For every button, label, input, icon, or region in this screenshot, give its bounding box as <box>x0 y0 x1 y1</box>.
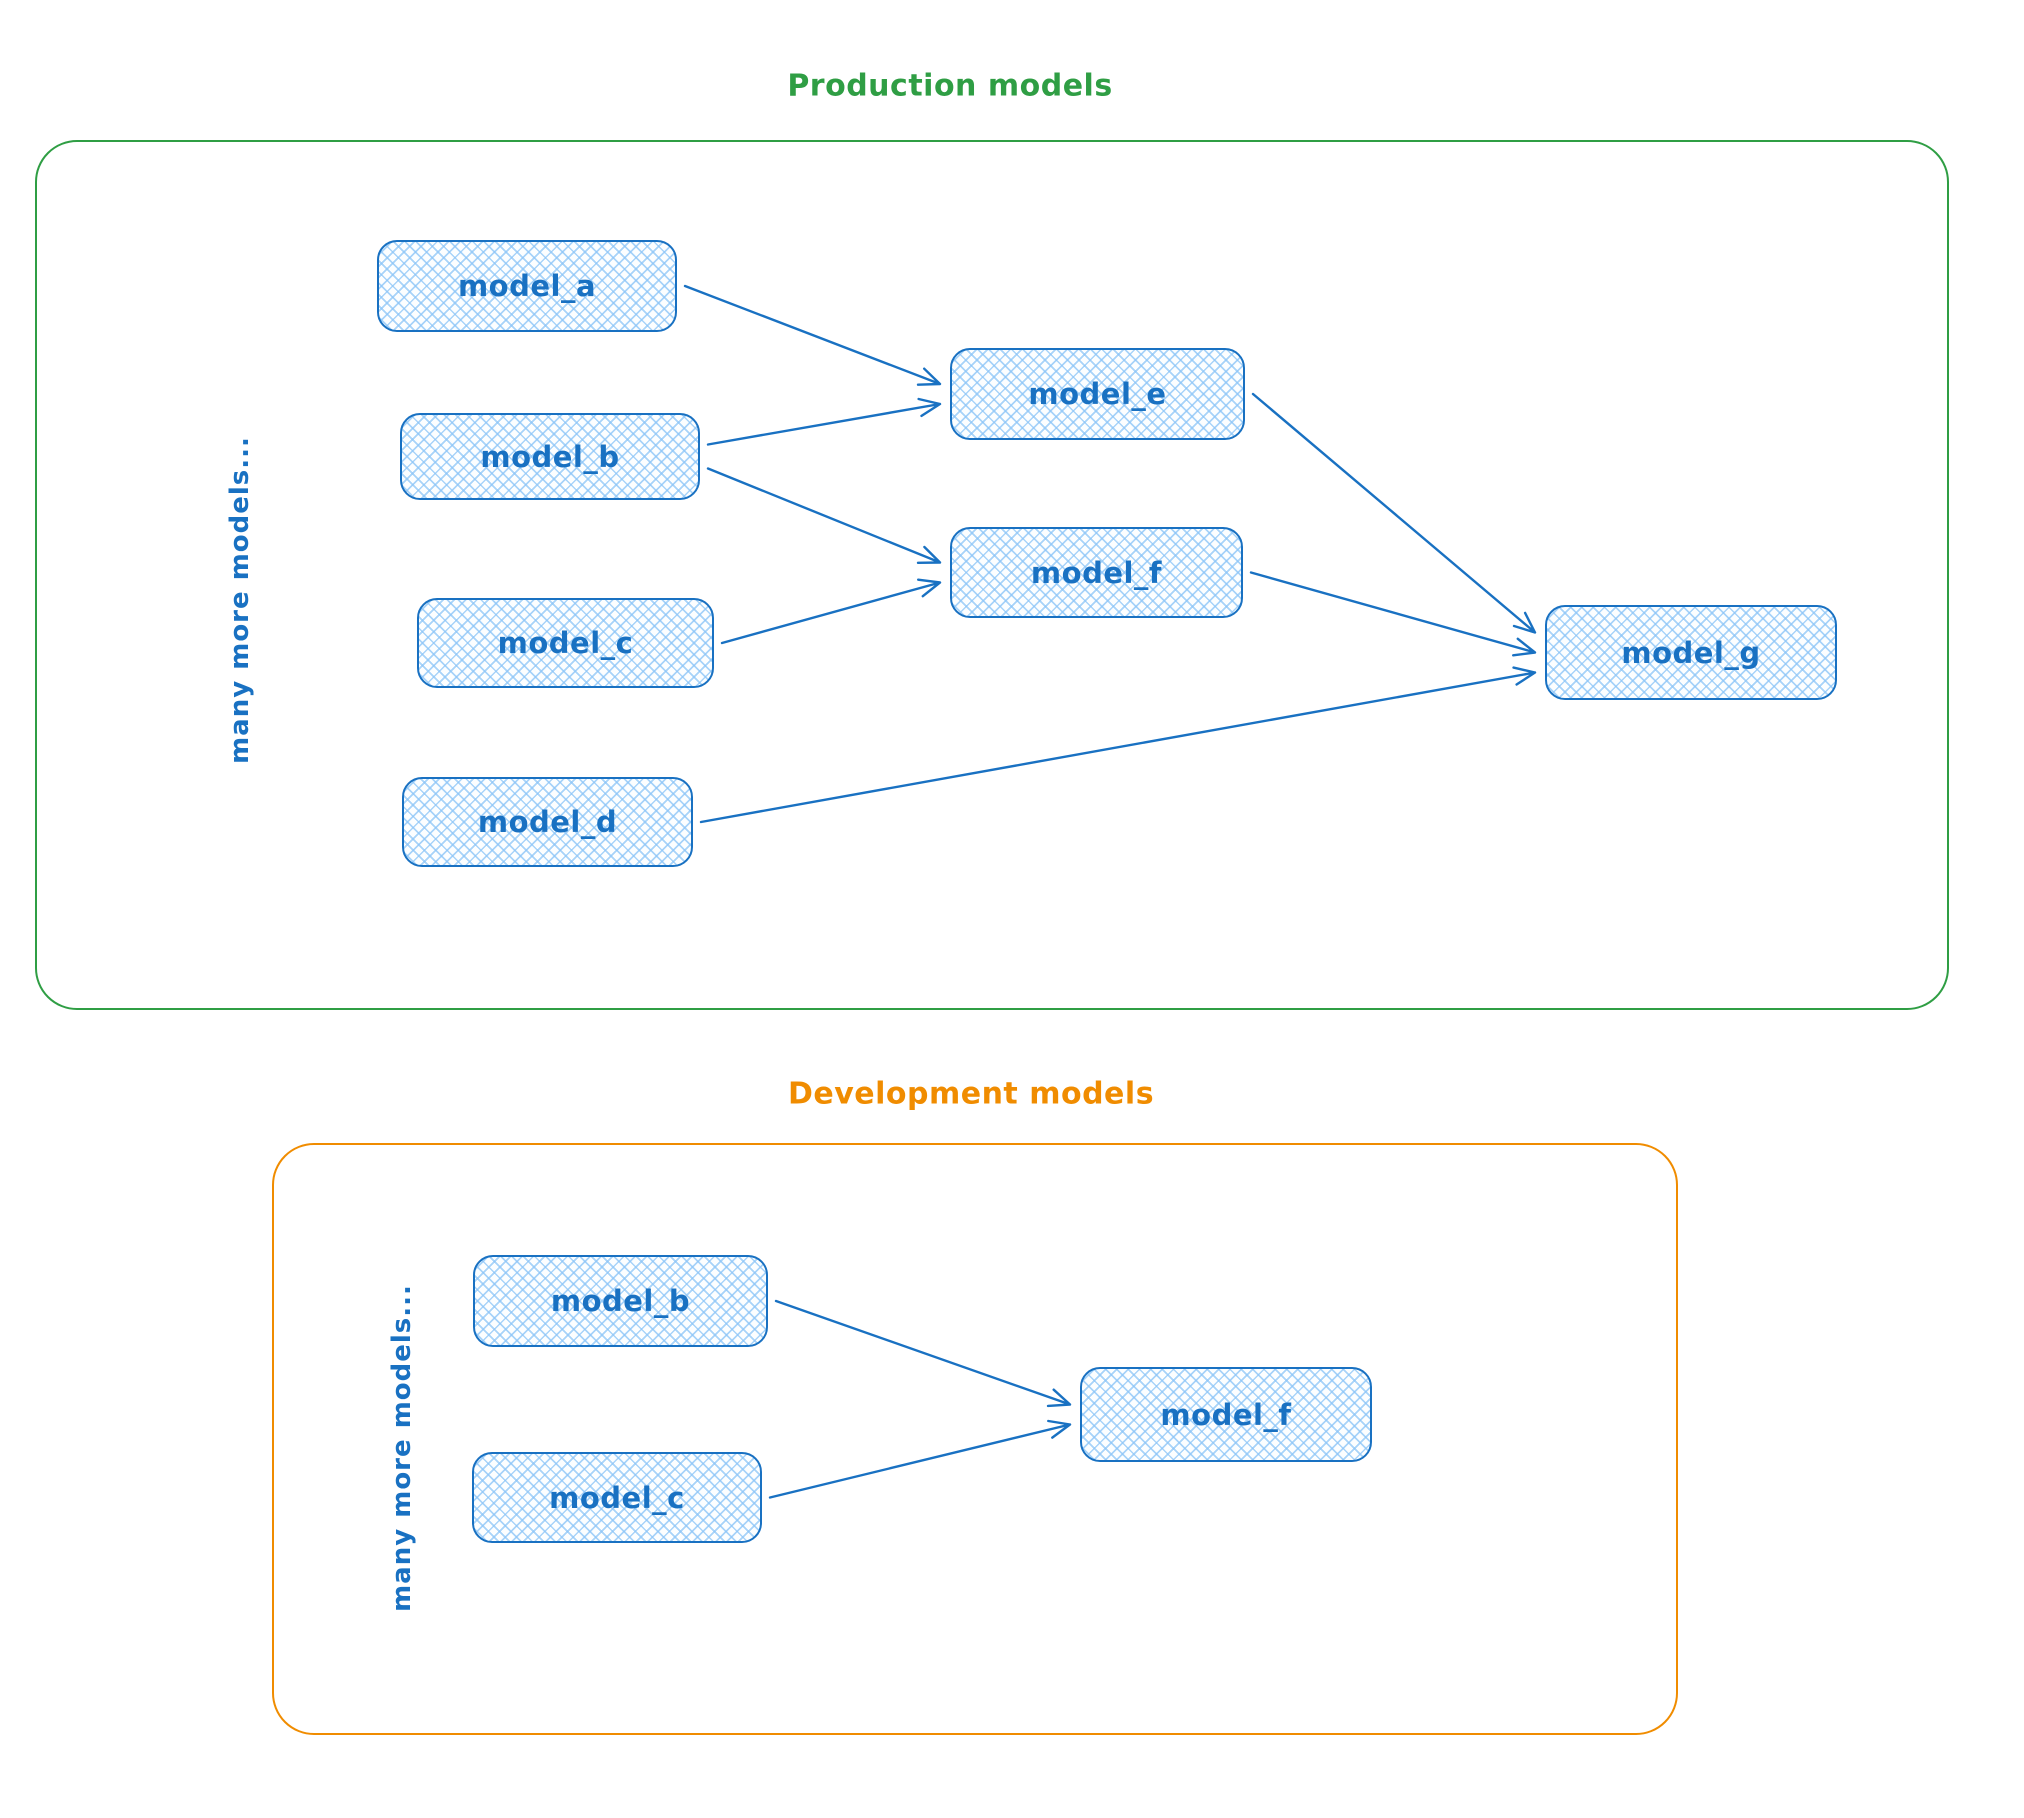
node-label: model_e <box>1028 377 1167 411</box>
production-side-label: many more models... <box>225 436 255 764</box>
node-development-model-f: model_f <box>1080 1367 1372 1462</box>
node-production-model-d: model_d <box>402 777 693 867</box>
node-production-model-c: model_c <box>417 598 714 688</box>
production-section-frame <box>35 140 1949 1010</box>
node-label: model_d <box>477 805 618 839</box>
node-label: model_g <box>1621 635 1761 670</box>
node-label: model_b <box>550 1284 691 1318</box>
development-side-label: many more models... <box>387 1284 417 1612</box>
node-production-model-f: model_f <box>950 527 1243 618</box>
production-section-title: Production models <box>787 68 1113 104</box>
node-label: model_f <box>1030 555 1163 590</box>
node-label: model_c <box>497 626 634 660</box>
node-label: model_c <box>549 1480 685 1515</box>
node-label: model_b <box>480 439 620 474</box>
node-production-model-e: model_e <box>950 348 1245 440</box>
node-production-model-b: model_b <box>400 413 700 500</box>
node-label: model_f <box>1160 1397 1292 1432</box>
node-label: model_a <box>457 269 597 303</box>
development-section-frame <box>272 1143 1678 1735</box>
node-development-model-c: model_c <box>472 1452 762 1543</box>
node-development-model-b: model_b <box>473 1255 768 1347</box>
node-production-model-a: model_a <box>377 240 677 332</box>
development-section-title: Development models <box>787 1076 1155 1112</box>
node-production-model-g: model_g <box>1545 605 1837 700</box>
